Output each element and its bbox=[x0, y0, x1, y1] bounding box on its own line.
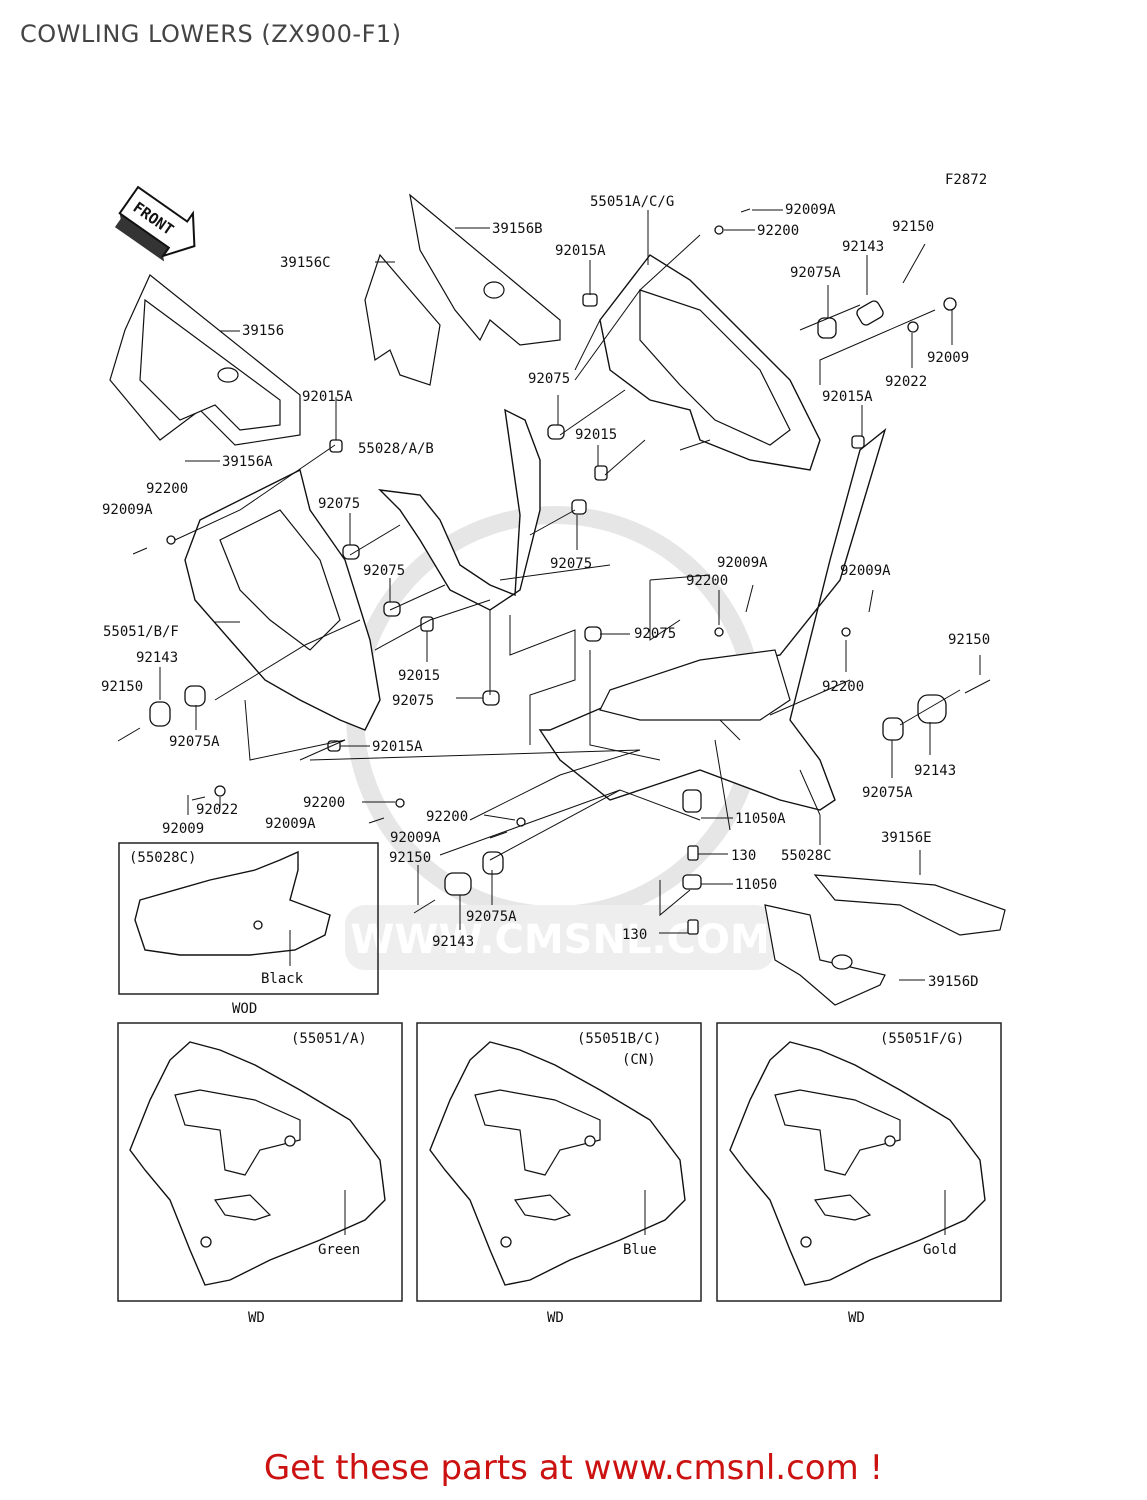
label-39156e: 39156E bbox=[881, 830, 932, 846]
label-39156d: 39156D bbox=[928, 974, 979, 990]
label-92009-right: 92009 bbox=[927, 350, 969, 366]
hardware-bolts bbox=[117, 208, 991, 914]
inset-b-color: Blue bbox=[623, 1242, 657, 1258]
label-92075-d: 92075 bbox=[550, 556, 592, 572]
inset-55051bc: (55051B/C) (CN) Blue WD bbox=[416, 1022, 702, 1326]
label-92200-r2: 92200 bbox=[822, 679, 864, 695]
label-55051acg: 55051A/C/G bbox=[590, 194, 674, 210]
figure-code: F2872 bbox=[945, 172, 987, 188]
cowl-left-inner bbox=[219, 509, 341, 651]
label-92150-r2: 92150 bbox=[948, 632, 990, 648]
inset-c-caption: (55051F/G) bbox=[880, 1031, 964, 1047]
label-92009a-b1: 92009A bbox=[265, 816, 316, 832]
panel-39156b bbox=[409, 193, 561, 346]
inset-b-caption2: (CN) bbox=[622, 1052, 656, 1068]
label-92015a-low: 92015A bbox=[372, 739, 423, 755]
label-92075-c: 92075 bbox=[363, 563, 405, 579]
label-92022-left: 92022 bbox=[196, 802, 238, 818]
label-92075-b: 92075 bbox=[318, 496, 360, 512]
label-130-b: 130 bbox=[622, 927, 647, 943]
inset-b-caption: (55051B/C) bbox=[577, 1031, 661, 1047]
label-39156: 39156 bbox=[242, 323, 284, 339]
panel-39156b-hole bbox=[483, 281, 505, 299]
leader-lines bbox=[159, 209, 981, 981]
label-92143-left: 92143 bbox=[136, 650, 178, 666]
label-11050: 11050 bbox=[735, 877, 777, 893]
inset-wod-market: WOD bbox=[232, 1001, 257, 1017]
label-92009a-r2: 92009A bbox=[840, 563, 891, 579]
lower-cowl-inner bbox=[599, 649, 791, 721]
label-92075a-b: 92075A bbox=[466, 909, 517, 925]
label-92009a-top: 92009A bbox=[785, 202, 836, 218]
label-39156c: 39156C bbox=[280, 255, 331, 271]
label-92009-left: 92009 bbox=[162, 821, 204, 837]
label-92009a-mid: 92009A bbox=[717, 555, 768, 571]
panel-39156d bbox=[764, 904, 886, 1006]
label-92022-right: 92022 bbox=[885, 374, 927, 390]
label-92075-e: 92075 bbox=[634, 626, 676, 642]
label-92009a-left: 92009A bbox=[102, 502, 153, 518]
hardware-grommets bbox=[149, 225, 957, 935]
inset-55051fg: (55051F/G) Gold WD bbox=[716, 1022, 1002, 1326]
label-130-a: 130 bbox=[731, 848, 756, 864]
inset-c-market: WD bbox=[848, 1310, 865, 1326]
label-55051bf: 55051/B/F bbox=[103, 624, 179, 640]
cowl-upper-right-inner bbox=[639, 289, 791, 446]
inset-a-color: Green bbox=[318, 1242, 360, 1258]
label-92150-top: 92150 bbox=[892, 219, 934, 235]
label-92200-b1: 92200 bbox=[303, 795, 345, 811]
panel-39156d-hole bbox=[831, 954, 853, 970]
panel-39156-hole bbox=[217, 367, 239, 383]
inset-wod: (55028C) Black WOD bbox=[118, 842, 379, 1017]
inset-a-market: WD bbox=[248, 1310, 265, 1326]
label-92075a-left: 92075A bbox=[169, 734, 220, 750]
label-55028ab: 55028/A/B bbox=[358, 441, 434, 457]
label-92075a-top: 92075A bbox=[790, 265, 841, 281]
label-92150-left: 92150 bbox=[101, 679, 143, 695]
label-39156a: 39156A bbox=[222, 454, 273, 470]
promo-link[interactable]: Get these parts at www.cmsnl.com ! bbox=[263, 1448, 884, 1488]
inset-c-color: Gold bbox=[923, 1242, 957, 1258]
label-39156b: 39156B bbox=[492, 221, 543, 237]
inset-wod-color: Black bbox=[261, 971, 304, 987]
label-92009a-b2: 92009A bbox=[390, 830, 441, 846]
inset-55051a: (55051/A) Green WD bbox=[117, 1022, 403, 1326]
label-92200-top: 92200 bbox=[757, 223, 799, 239]
label-92143-b: 92143 bbox=[432, 934, 474, 950]
label-92200-mid: 92200 bbox=[686, 573, 728, 589]
label-92150-b: 92150 bbox=[389, 850, 431, 866]
panel-39156c bbox=[364, 253, 441, 386]
label-92075a-r: 92075A bbox=[862, 785, 913, 801]
page-title: COWLING LOWERS (ZX900-F1) bbox=[20, 20, 402, 48]
part-labels: 55051A/C/G 92009A 92200 92150 92143 9207… bbox=[101, 194, 990, 990]
label-11050a: 11050A bbox=[735, 811, 786, 827]
label-92015-mid: 92015 bbox=[575, 427, 617, 443]
label-92143-top: 92143 bbox=[842, 239, 884, 255]
label-92015-low: 92015 bbox=[398, 668, 440, 684]
inset-b-market: WD bbox=[547, 1310, 564, 1326]
label-92075-a: 92075 bbox=[528, 371, 570, 387]
label-92075-f: 92075 bbox=[392, 693, 434, 709]
label-92015a-upper: 92015A bbox=[555, 243, 606, 259]
lower-cowl-55028c bbox=[538, 428, 887, 811]
label-55028c: 55028C bbox=[781, 848, 832, 864]
panel-39156e bbox=[813, 874, 1006, 936]
panel-39156-inner bbox=[139, 298, 281, 431]
label-92015a-left: 92015A bbox=[302, 389, 353, 405]
label-92200-b2: 92200 bbox=[426, 809, 468, 825]
front-arrow-icon: FRONT bbox=[114, 185, 196, 262]
label-92015a-right: 92015A bbox=[822, 389, 873, 405]
watermark-text: WWW.CMSNL.COM bbox=[350, 917, 770, 963]
nose-55028 bbox=[378, 408, 541, 611]
label-92143-r: 92143 bbox=[914, 763, 956, 779]
label-92200-left: 92200 bbox=[146, 481, 188, 497]
inset-wod-caption: (55028C) bbox=[129, 850, 196, 866]
inset-a-caption: (55051/A) bbox=[291, 1031, 367, 1047]
